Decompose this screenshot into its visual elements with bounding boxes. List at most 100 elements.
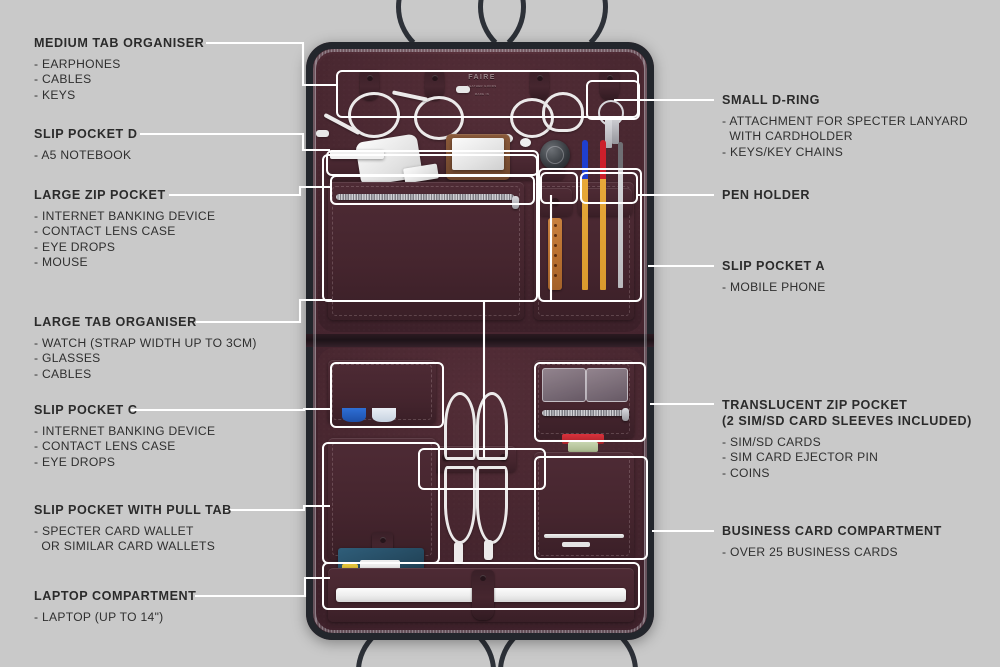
annotation-bullets: - INTERNET BANKING DEVICE - CONTACT LENS… bbox=[34, 209, 215, 270]
usb-plug-2 bbox=[456, 86, 470, 93]
organiser-tab-3 bbox=[530, 70, 549, 100]
white-cable-upper-left bbox=[444, 392, 476, 460]
annotation-bullets: - OVER 25 BUSINESS CARDS bbox=[722, 545, 942, 560]
annotation-bullet: - INTERNET BANKING DEVICE bbox=[34, 424, 216, 438]
highlight-slip-pocket-c bbox=[330, 362, 444, 428]
annotation-translucent-zip-pocket: TRANSLUCENT ZIP POCKET (2 SIM/SD CARD SL… bbox=[722, 397, 984, 481]
annotation-bullets: - ATTACHMENT FOR SPECTER LANYARD WITH CA… bbox=[722, 114, 968, 160]
annotation-bullets: - INTERNET BANKING DEVICE - CONTACT LENS… bbox=[34, 424, 215, 470]
annotation-bullet: - CONTACT LENS CASE bbox=[34, 439, 176, 454]
annotation-bullet: - EARPHONES bbox=[34, 57, 121, 71]
organiser-tab-2 bbox=[425, 70, 444, 100]
watch-face bbox=[540, 140, 570, 170]
large-zip-pocket-stitch bbox=[332, 186, 520, 316]
usb-plug-1 bbox=[316, 130, 329, 137]
annotation-slip-pocket-d: SLIP POCKET D - A5 NOTEBOOK bbox=[34, 127, 138, 163]
sim-card-sleeve-2 bbox=[586, 368, 628, 402]
annotation-pen-holder: PEN HOLDER bbox=[722, 188, 810, 209]
highlight-translucent-zip-pocket bbox=[534, 362, 646, 442]
key-blade-1 bbox=[605, 116, 612, 148]
large-zip-pocket-zipper bbox=[336, 194, 514, 200]
highlight-pen-holder bbox=[580, 172, 638, 204]
cable-usb-end-2 bbox=[484, 540, 493, 560]
annotation-heading: TRANSLUCENT ZIP POCKET (2 SIM/SD CARD SL… bbox=[722, 398, 972, 428]
annotation-heading: BUSINESS CARD COMPARTMENT bbox=[722, 524, 942, 538]
annotation-business-card-compartment: BUSINESS CARD COMPARTMENT - OVER 25 BUSI… bbox=[722, 524, 942, 560]
annotation-bullets: - A5 NOTEBOOK bbox=[34, 148, 138, 163]
annotation-heading: LARGE ZIP POCKET bbox=[34, 188, 166, 202]
annotation-bullet: - INTERNET BANKING DEVICE bbox=[34, 209, 216, 223]
annotation-bullet: - GLASSES bbox=[34, 351, 101, 366]
annotation-bullet: - WATCH (STRAP WIDTH UP TO 3CM) bbox=[34, 336, 257, 350]
annotation-bullet: - CABLES bbox=[34, 366, 92, 381]
highlight-laptop-compartment bbox=[322, 562, 640, 610]
annotation-bullet: - SPECTER CARD WALLET bbox=[34, 524, 194, 538]
brand-name: FAIRE bbox=[468, 74, 496, 81]
translucent-zip-pocket-stitch bbox=[538, 364, 630, 434]
highlight-large-zip-pocket-body bbox=[322, 154, 538, 302]
annotation-heading: SLIP POCKET WITH PULL TAB bbox=[34, 503, 232, 517]
bag-fold-divider bbox=[306, 334, 654, 347]
annotation-bullets: - SPECTER CARD WALLET OR SIMILAR CARD WA… bbox=[34, 524, 232, 555]
business-cards-stack bbox=[544, 534, 624, 538]
charger-cable-coil-2 bbox=[414, 96, 464, 140]
annotation-bullet: - SIM/SD CARDS bbox=[722, 435, 821, 449]
annotation-heading: SLIP POCKET D bbox=[34, 127, 138, 141]
annotation-medium-tab-organiser: MEDIUM TAB ORGANISER - EARPHONES - CABLE… bbox=[34, 36, 204, 103]
annotation-bullet: - A5 NOTEBOOK bbox=[34, 148, 132, 162]
highlight-watch-loop bbox=[540, 172, 578, 204]
annotation-slip-pocket-a: SLIP POCKET A - MOBILE PHONE bbox=[722, 259, 826, 295]
annotation-heading: LAPTOP COMPARTMENT bbox=[34, 589, 197, 603]
annotation-bullet: - CABLES bbox=[34, 72, 92, 87]
large-zip-pocket-zipper-pull bbox=[512, 196, 519, 209]
annotation-bullet: - LAPTOP (UP TO 14") bbox=[34, 610, 164, 624]
annotation-heading: LARGE TAB ORGANISER bbox=[34, 315, 197, 329]
annotation-bullets: - WATCH (STRAP WIDTH UP TO 3CM) - GLASSE… bbox=[34, 336, 257, 382]
annotation-bullet: OR SIMILAR CARD WALLETS bbox=[34, 539, 216, 554]
annotation-bullet: - MOUSE bbox=[34, 254, 88, 269]
annotation-bullet: - OVER 25 BUSINESS CARDS bbox=[722, 545, 898, 559]
brand-subline-2: MADE IN bbox=[474, 92, 490, 96]
annotation-small-d-ring: SMALL D-RING - ATTACHMENT FOR SPECTER LA… bbox=[722, 93, 968, 160]
annotation-bullets: - LAPTOP (UP TO 14") bbox=[34, 610, 196, 625]
annotation-bullet: - ATTACHMENT FOR SPECTER LANYARD bbox=[722, 114, 968, 128]
highlight-large-zip-pocket bbox=[330, 175, 535, 205]
annotation-bullet: - CONTACT LENS CASE bbox=[34, 224, 176, 239]
annotation-bullets: - MOBILE PHONE bbox=[722, 280, 826, 295]
annotation-large-tab-organiser: LARGE TAB ORGANISER - WATCH (STRAP WIDTH… bbox=[34, 315, 257, 382]
annotation-heading: SLIP POCKET A bbox=[722, 259, 826, 273]
sim-card-red bbox=[562, 434, 604, 444]
annotation-bullets: - EARPHONES - CABLES - KEYS bbox=[34, 57, 204, 103]
annotation-bullet: - KEYS/KEY CHAINS bbox=[722, 144, 844, 159]
brand-logo: FAIRE LEATHER GOODS MADE IN bbox=[458, 74, 506, 98]
annotation-bullet: - MOBILE PHONE bbox=[722, 280, 826, 294]
annotation-slip-pocket-c: SLIP POCKET C - INTERNET BANKING DEVICE … bbox=[34, 403, 215, 470]
charger-cable-coil-1 bbox=[348, 92, 400, 138]
pen-blue bbox=[582, 140, 588, 290]
highlight-small-d-ring bbox=[586, 80, 640, 120]
annotation-bullet: - KEYS bbox=[34, 87, 76, 102]
pencil bbox=[618, 142, 623, 288]
annotation-heading: PEN HOLDER bbox=[722, 188, 811, 202]
annotation-heading: MEDIUM TAB ORGANISER bbox=[34, 36, 205, 50]
glasses-lens-left bbox=[342, 408, 366, 422]
annotation-heading: SLIP POCKET C bbox=[34, 403, 138, 417]
earphone-coil-right bbox=[542, 92, 584, 132]
annotation-heading: SMALL D-RING bbox=[722, 93, 821, 107]
annotation-bullet: - SIM CARD EJECTOR PIN bbox=[722, 450, 879, 465]
brand-subline: LEATHER GOODS bbox=[467, 84, 497, 88]
annotation-bullet: - EYE DROPS bbox=[34, 239, 116, 254]
key-blade-2 bbox=[612, 118, 619, 144]
annotation-bullet: - EYE DROPS bbox=[34, 454, 116, 469]
white-cable-upper-right bbox=[476, 392, 508, 460]
annotation-bullets: - SIM/SD CARDS - SIM CARD EJECTOR PIN - … bbox=[722, 435, 984, 481]
sim-card-sleeve-1 bbox=[542, 368, 586, 402]
annotation-bullet: - COINS bbox=[722, 465, 770, 480]
highlight-business-card-compartment bbox=[534, 456, 648, 560]
laptop-centre-strap bbox=[472, 570, 494, 620]
highlight-slip-pocket-pull-tab bbox=[322, 442, 440, 564]
cable-usb-end-1 bbox=[454, 542, 463, 564]
annotation-slip-pocket-with-pull-tab: SLIP POCKET WITH PULL TAB - SPECTER CARD… bbox=[34, 503, 232, 555]
pen-red bbox=[600, 140, 606, 290]
